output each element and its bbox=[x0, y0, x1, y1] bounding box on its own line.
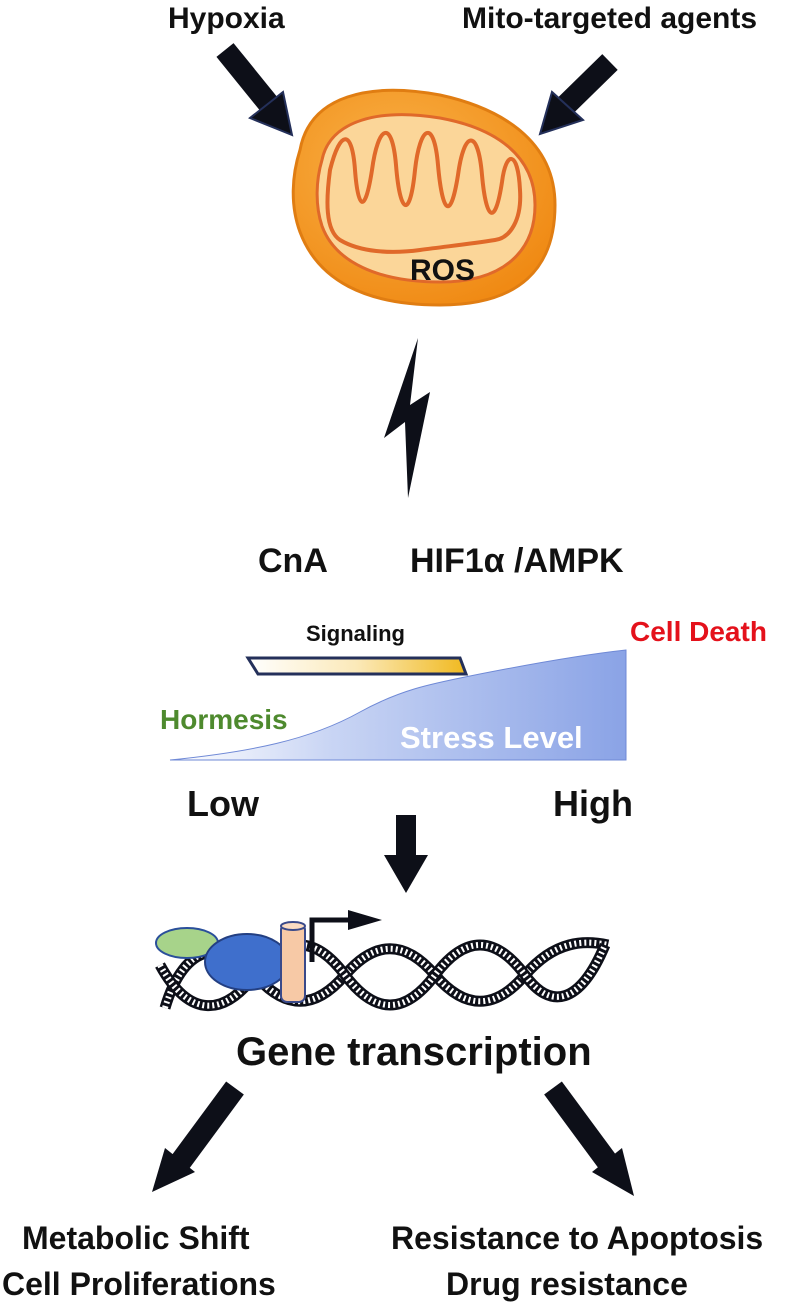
hypoxia-label: Hypoxia bbox=[168, 2, 285, 35]
right-outcome-arrow-icon bbox=[544, 1081, 634, 1196]
mito-targeted-agents-label: Mito-targeted agents bbox=[462, 2, 758, 35]
cell-death-label: Cell Death bbox=[630, 616, 767, 647]
left-outcome-arrow-icon bbox=[152, 1081, 244, 1192]
stress-level-area bbox=[169, 649, 627, 761]
lightning-bolt-icon bbox=[384, 338, 430, 498]
gene-transcription-label: Gene transcription bbox=[236, 1030, 592, 1074]
resistance-to-apoptosis-label: Resistance to Apoptosis bbox=[391, 1220, 764, 1256]
signaling-bar bbox=[245, 656, 469, 676]
down-arrow-icon bbox=[384, 815, 428, 893]
hif1a-ampk-label: HIF1α /AMPK bbox=[410, 542, 624, 580]
signaling-label: Signaling bbox=[306, 621, 405, 646]
hypoxia-arrow-icon bbox=[216, 43, 294, 137]
cell-proliferations-label: Cell Proliferations bbox=[2, 1266, 276, 1302]
stress-level-label: Stress Level bbox=[400, 720, 583, 755]
transcription-start-arrow-icon bbox=[309, 910, 382, 962]
low-label: Low bbox=[187, 783, 259, 824]
hormesis-label: Hormesis bbox=[160, 704, 288, 735]
transcription-factor-icon bbox=[204, 933, 290, 991]
mito-agents-arrow-icon bbox=[538, 54, 618, 136]
metabolic-shift-label: Metabolic Shift bbox=[22, 1220, 250, 1256]
high-label: High bbox=[553, 783, 633, 824]
ros-label: ROS bbox=[410, 254, 476, 287]
mitochondrion-icon bbox=[291, 88, 557, 307]
cna-label: CnA bbox=[258, 542, 328, 580]
drug-resistance-label: Drug resistance bbox=[446, 1266, 688, 1302]
promoter-icon bbox=[280, 921, 306, 1003]
